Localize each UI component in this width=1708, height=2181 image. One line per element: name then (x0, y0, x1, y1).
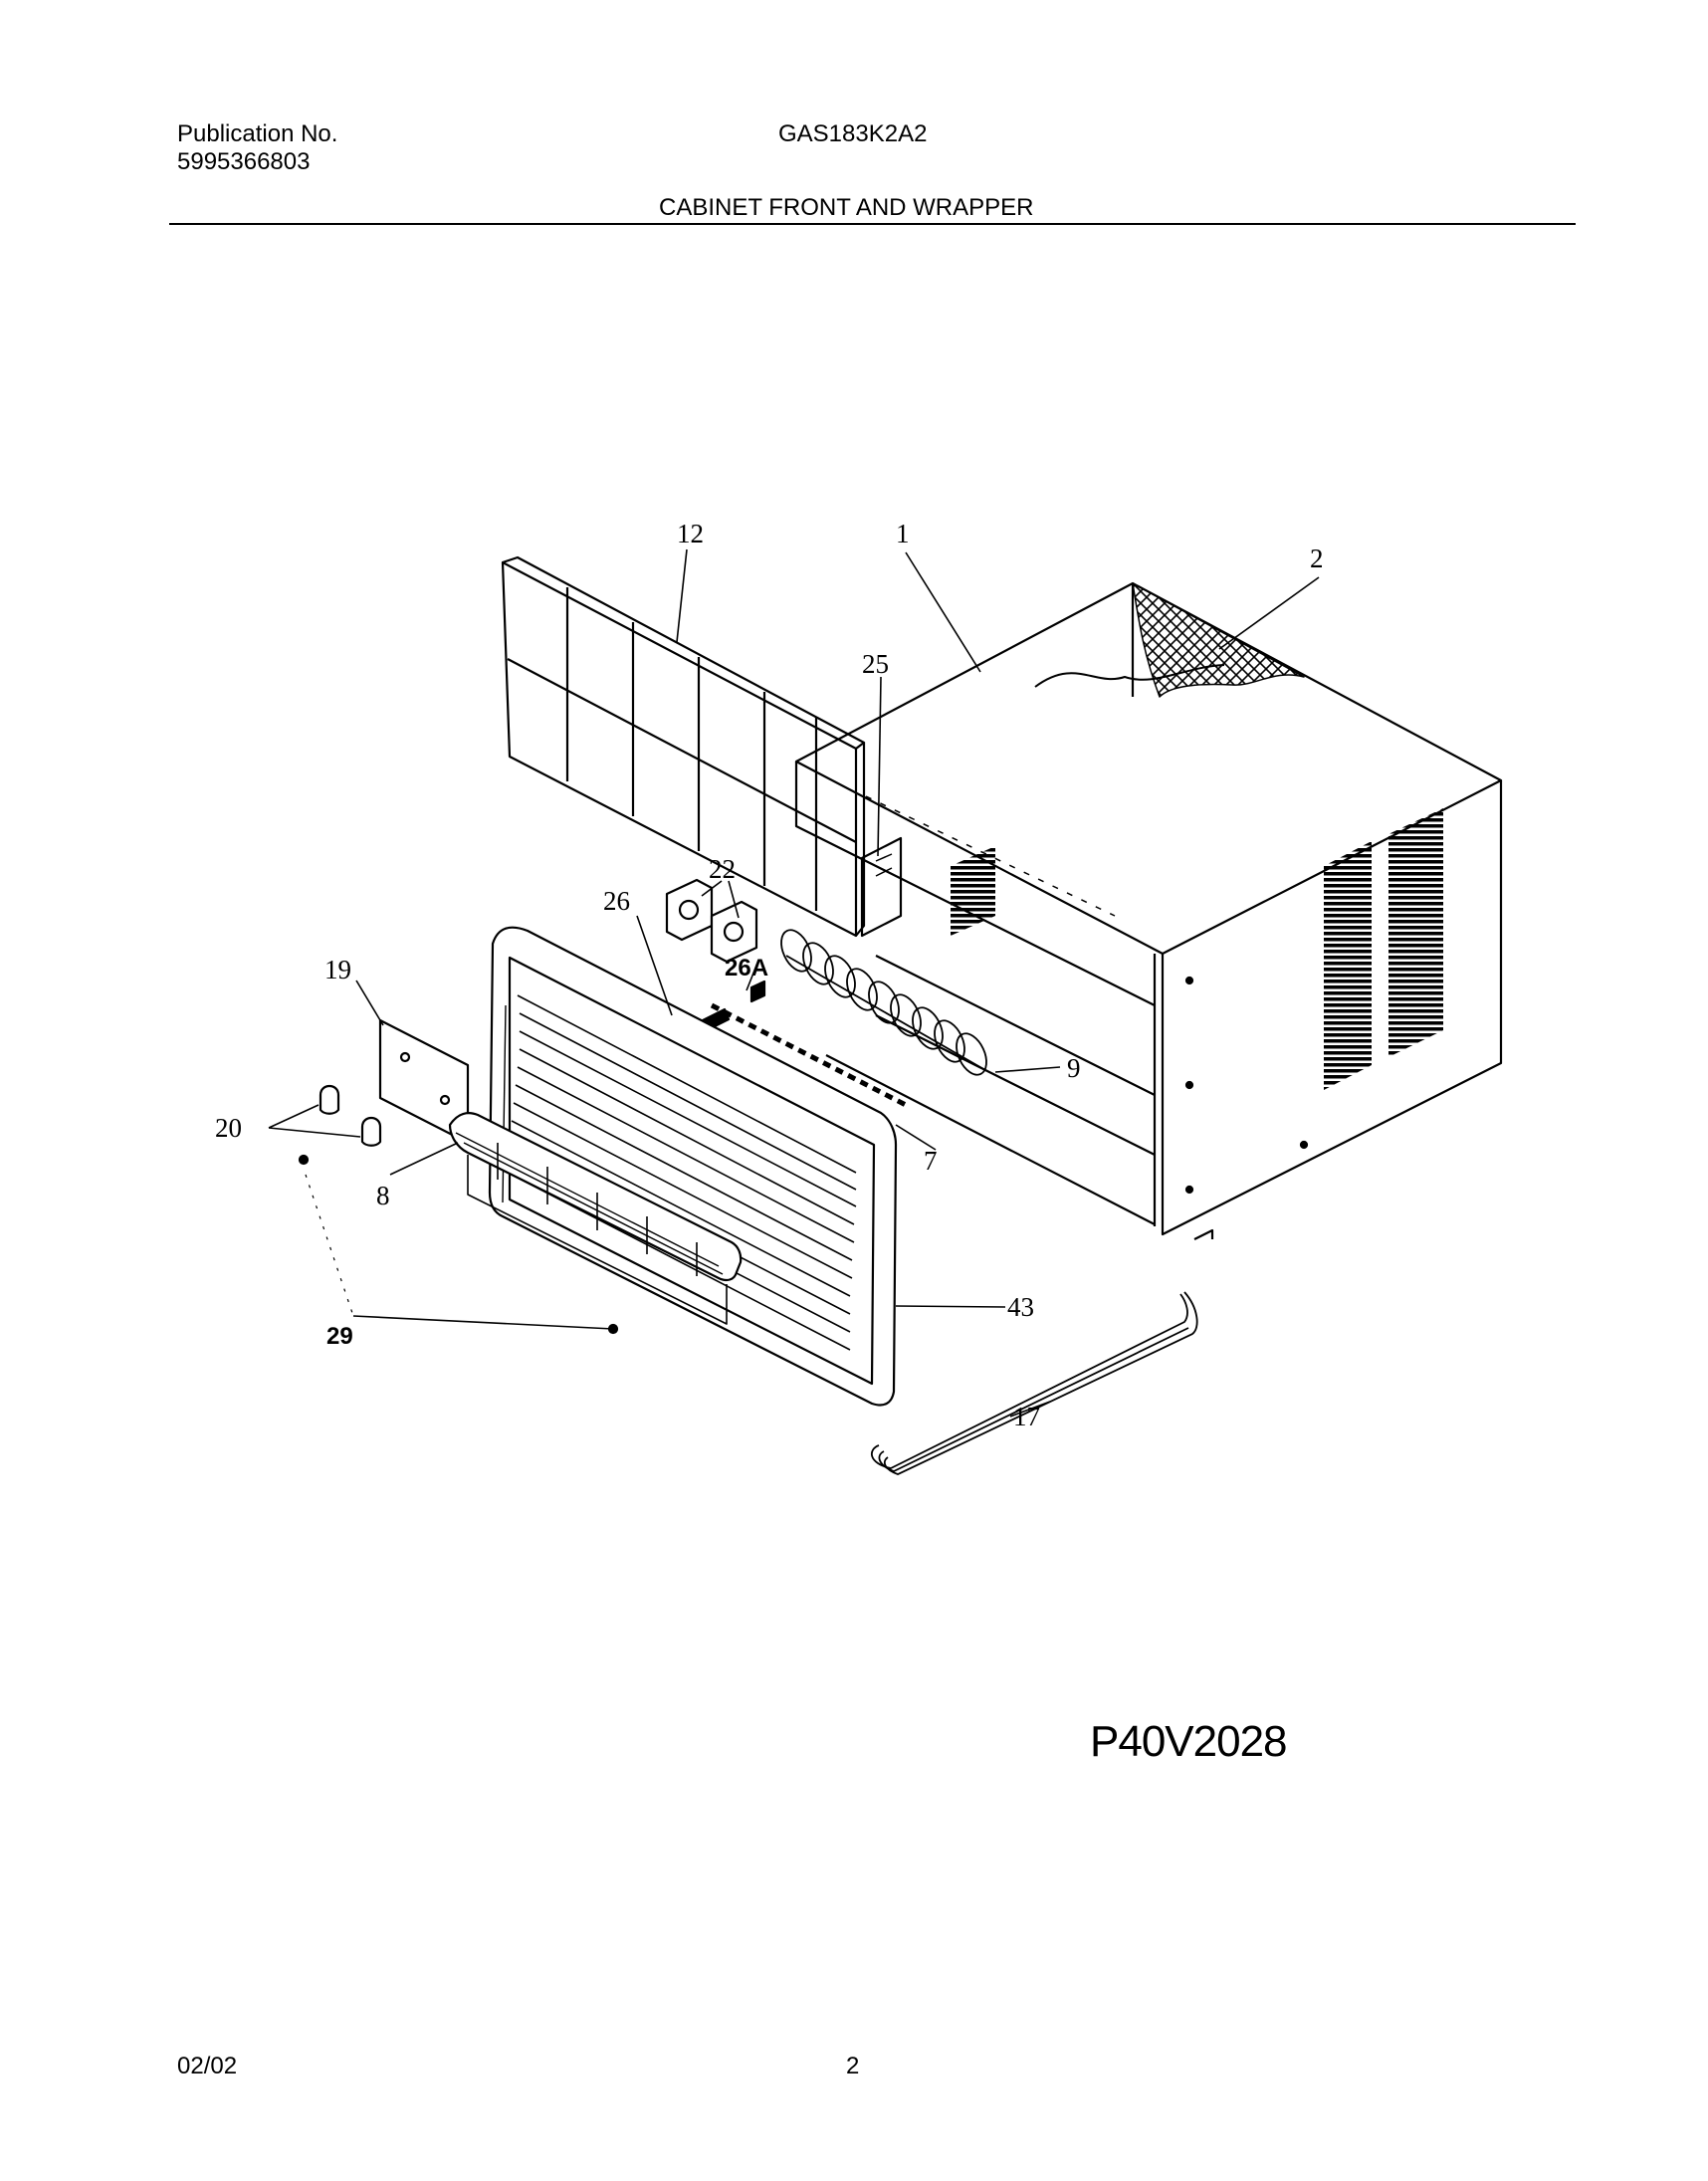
callout-29: 29 (326, 1323, 353, 1350)
front-panel (488, 926, 898, 1407)
callout-8: 8 (376, 1181, 390, 1210)
fan-blades (780, 929, 987, 1076)
callout-9: 9 (1067, 1053, 1081, 1083)
clips (319, 1084, 382, 1147)
callout-17: 17 (1013, 1402, 1040, 1431)
publication-number: 5995366803 (177, 148, 311, 175)
leader-lines (268, 548, 1320, 1418)
top-mesh (1132, 582, 1305, 698)
callout-25: 25 (862, 649, 889, 679)
control-knobs (665, 878, 766, 1003)
section-title: CABINET FRONT AND WRAPPER (659, 194, 1034, 221)
page-number: 2 (846, 2053, 860, 2079)
model-number: GAS183K2A2 (778, 120, 928, 147)
cabinet-wrapper (794, 581, 1503, 1240)
footer-date: 02/02 (177, 2053, 238, 2079)
callout-20: 20 (215, 1113, 242, 1143)
callout-43: 43 (1007, 1292, 1034, 1322)
callout-12: 12 (677, 519, 704, 548)
gasket (871, 1291, 1198, 1475)
header-rule (169, 223, 1576, 225)
callout-1: 1 (896, 519, 910, 548)
callout-7: 7 (924, 1146, 938, 1176)
air-filter (501, 555, 866, 938)
drain-strip (710, 1002, 908, 1108)
callout-22: 22 (709, 854, 736, 884)
callout-19: 19 (324, 955, 351, 984)
screw-icon (298, 1154, 310, 1166)
side-louvers-left (1324, 841, 1372, 1090)
callout-26a: 26A (725, 955, 768, 981)
side-louvers-right (1388, 808, 1443, 1057)
callout-2: 2 (1310, 544, 1324, 573)
louver-grille (448, 1112, 743, 1325)
drawing-code: P40V2028 (1090, 1717, 1288, 1766)
publication-label: Publication No. (177, 120, 338, 147)
inner-louvers (951, 846, 995, 936)
control-bracket (860, 836, 903, 938)
callout-26: 26 (603, 886, 630, 916)
